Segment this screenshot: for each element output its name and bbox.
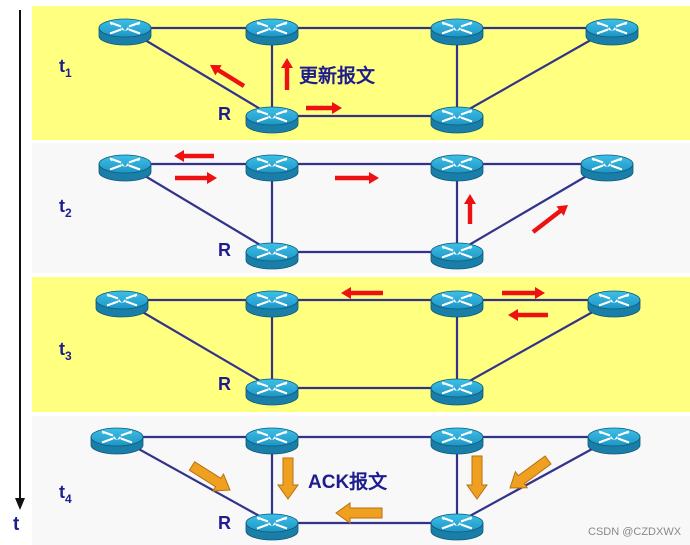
arrow-t2-1: [175, 172, 217, 184]
panel-t1-label: t1: [59, 56, 72, 80]
router-icon-t2-3: [580, 154, 634, 182]
panel-t4-router-label: R: [218, 513, 231, 533]
arrow-t1-1: [281, 58, 293, 90]
arrow-t3-1: [502, 287, 545, 299]
link-t3-6: [456, 299, 615, 389]
router-icon-t1-3: [585, 18, 639, 46]
panel-t2-label: t2: [59, 196, 72, 220]
update-message-label: 更新报文: [299, 64, 376, 87]
router-icon-t2-1: [245, 154, 299, 182]
router-icon-t3-1: [245, 290, 299, 318]
arrow-t4-3: [509, 455, 552, 489]
panel-t2-label-main: t: [59, 196, 65, 216]
panel-t4-label-main: t: [59, 482, 65, 502]
router-icon-t3-2: [430, 290, 484, 318]
panel-t1-router-label: R: [218, 104, 231, 124]
panel-t1-label-main: t: [59, 56, 65, 76]
link-t2-6: [456, 163, 608, 253]
router-icon-t1-0: [98, 18, 152, 46]
ack-message-label: ACK报文: [308, 470, 388, 493]
arrow-t4-0: [188, 461, 231, 492]
arrow-t1-0: [210, 65, 246, 88]
router-icon-t2-2: [430, 154, 484, 182]
link-t4-6: [456, 436, 615, 524]
arrow-t3-2: [508, 309, 548, 321]
arrow-t2-4: [531, 205, 568, 234]
time-axis-label: t: [13, 514, 20, 535]
arrow-t4-2: [466, 455, 488, 500]
router-icon-t4-3: [587, 427, 641, 455]
panel-t3-label-main: t: [59, 339, 65, 359]
watermark: CSDN @CZDXWX: [588, 526, 682, 538]
router-icon-t4-5: [430, 513, 484, 541]
arrows-layer: [174, 58, 568, 524]
router-icon-t3-5: [430, 378, 484, 406]
router-icon-t1-1: [245, 18, 299, 46]
router-icon-t3-3: [587, 290, 641, 318]
router-icon-t4-0: [90, 427, 144, 455]
router-icon-t4-4: [245, 513, 299, 541]
panel-t4-label: t4: [59, 482, 72, 506]
panel-t3-label-sub: 3: [65, 349, 72, 363]
panel-t2-label-sub: 2: [65, 206, 72, 220]
link-t4-3: [116, 436, 273, 524]
router-icon-t3-4: [245, 378, 299, 406]
arrow-t4-4: [335, 502, 383, 524]
arrow-t3-0: [341, 287, 383, 299]
link-t3-3: [121, 299, 273, 389]
router-icon-t1-2: [430, 18, 484, 46]
router-icon-t4-1: [245, 427, 299, 455]
link-t2-3: [124, 163, 273, 253]
router-icon-t4-2: [430, 427, 484, 455]
link-t1-3: [124, 27, 273, 117]
arrow-t2-0: [174, 150, 214, 162]
panel-t3-router-label: R: [218, 374, 231, 394]
arrow-t1-2: [306, 102, 342, 114]
routers-layer: [90, 18, 641, 541]
panel-t3-label: t3: [59, 339, 72, 363]
router-icon-t2-0: [98, 154, 152, 182]
router-icon-t2-5: [430, 242, 484, 270]
arrow-t4-1: [277, 457, 299, 500]
panel-t1-label-sub: 1: [65, 66, 72, 80]
arrow-t2-2: [335, 172, 379, 184]
panel-t4-label-sub: 4: [65, 492, 72, 506]
link-t1-6: [456, 27, 613, 117]
router-icon-t1-4: [245, 106, 299, 134]
panel-t2-router-label: R: [218, 240, 231, 260]
router-icon-t3-0: [95, 290, 149, 318]
arrow-t2-3: [464, 194, 476, 224]
time-axis-arrowhead: [15, 498, 25, 510]
router-icon-t2-4: [245, 242, 299, 270]
router-icon-t1-5: [430, 106, 484, 134]
